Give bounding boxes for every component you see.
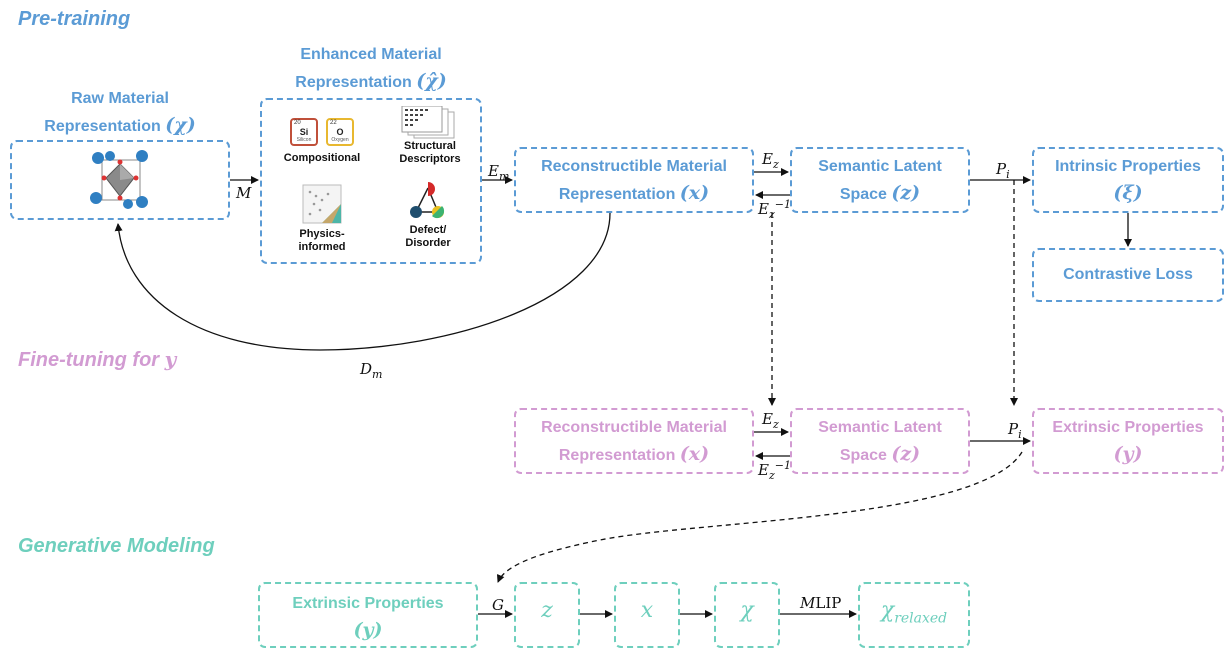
latent-box-pretraining bbox=[790, 147, 970, 213]
gen-relaxed-box bbox=[858, 582, 970, 648]
reconstructible-box-pretraining bbox=[514, 147, 754, 213]
enhanced-material-symbol: (χ̂) bbox=[416, 70, 447, 92]
enhanced-material-box: 20 Si Silicon 22 O Oxygen Compositional … bbox=[260, 98, 482, 264]
descriptor-grid-icon bbox=[401, 106, 455, 139]
crystal-structure-icon bbox=[90, 150, 148, 209]
label-Em: Em bbox=[488, 162, 510, 183]
section-title-finetuning: Fine-tuning for y bbox=[18, 347, 177, 371]
raw-material-box bbox=[10, 140, 230, 220]
label-Pi-pre: Pi bbox=[996, 160, 1010, 181]
arrow-Dm bbox=[114, 212, 611, 351]
raw-material-line1: Raw Material bbox=[71, 90, 169, 107]
defect-graph-icon bbox=[410, 182, 445, 219]
section-title-generative: Generative Modeling bbox=[18, 535, 215, 557]
reconstructible-label-pretraining: Reconstructible Material Representation … bbox=[541, 158, 727, 204]
label-Ez-fine: Ez bbox=[762, 410, 779, 431]
contrastive-loss-box bbox=[1032, 248, 1224, 302]
defect-disorder-label: Defect/ Disorder bbox=[405, 224, 451, 249]
gen-z-label: z bbox=[541, 598, 553, 623]
label-Pi-fine: Pi bbox=[1008, 420, 1022, 441]
contrastive-loss-label: Contrastive Loss bbox=[1063, 266, 1193, 283]
label-Dm: Dm bbox=[360, 360, 383, 381]
gen-x-box bbox=[614, 582, 680, 648]
latent-label-pretraining: Semantic Latent Space (z) bbox=[818, 158, 942, 204]
extrinsic-properties-box-generative bbox=[258, 582, 478, 648]
label-MLIP: MLIP bbox=[800, 594, 842, 612]
enhanced-material-title: Enhanced Material Representation (χ̂) bbox=[260, 42, 482, 96]
extrinsic-properties-label-finetuning: Extrinsic Properties (y) bbox=[1052, 419, 1204, 465]
gen-z-box bbox=[514, 582, 580, 648]
latent-box-finetuning bbox=[790, 408, 970, 474]
intrinsic-properties-label: Intrinsic Properties (ξ) bbox=[1055, 158, 1201, 204]
raw-material-title: Raw Material Representation (χ) bbox=[10, 86, 230, 140]
raw-material-line2: Representation bbox=[44, 118, 161, 135]
gen-chi-label: χ bbox=[740, 598, 754, 623]
element-tile-oxygen: 22 O Oxygen bbox=[326, 118, 354, 146]
extrinsic-properties-box-finetuning bbox=[1032, 408, 1224, 474]
reconstructible-label-finetuning: Reconstructible Material Representation … bbox=[541, 419, 727, 465]
gen-x-label: x bbox=[640, 598, 654, 623]
raw-material-symbol: (χ) bbox=[165, 114, 196, 136]
reconstructible-box-finetuning bbox=[514, 408, 754, 474]
physics-informed-label: Physics- informed bbox=[298, 228, 346, 253]
label-Ezinv-fine: Ez−1 bbox=[758, 459, 791, 482]
extrinsic-properties-label-generative: Extrinsic Properties (y) bbox=[292, 595, 444, 641]
gen-chi-box bbox=[714, 582, 780, 648]
physics-matrix-icon bbox=[302, 184, 342, 224]
latent-label-finetuning: Semantic Latent Space (z) bbox=[818, 419, 942, 465]
label-M: M bbox=[236, 184, 252, 202]
label-G: G bbox=[492, 596, 504, 614]
label-Ezinv-pre: Ez−1 bbox=[758, 198, 791, 221]
structural-descriptors-label: Structural Descriptors bbox=[399, 140, 461, 165]
intrinsic-properties-box bbox=[1032, 147, 1224, 213]
section-title-pretraining: Pre-training bbox=[18, 8, 131, 30]
enhanced-material-line1: Enhanced Material bbox=[300, 46, 442, 63]
arrow-generative-link bbox=[496, 451, 1023, 583]
compositional-label: Compositional bbox=[283, 152, 361, 164]
enhanced-material-line2: Representation bbox=[295, 74, 412, 91]
label-Ez-pre: Ez bbox=[762, 150, 779, 171]
gen-relaxed-label: χrelaxed bbox=[880, 598, 948, 627]
element-tile-silicon: 20 Si Silicon bbox=[290, 118, 318, 146]
